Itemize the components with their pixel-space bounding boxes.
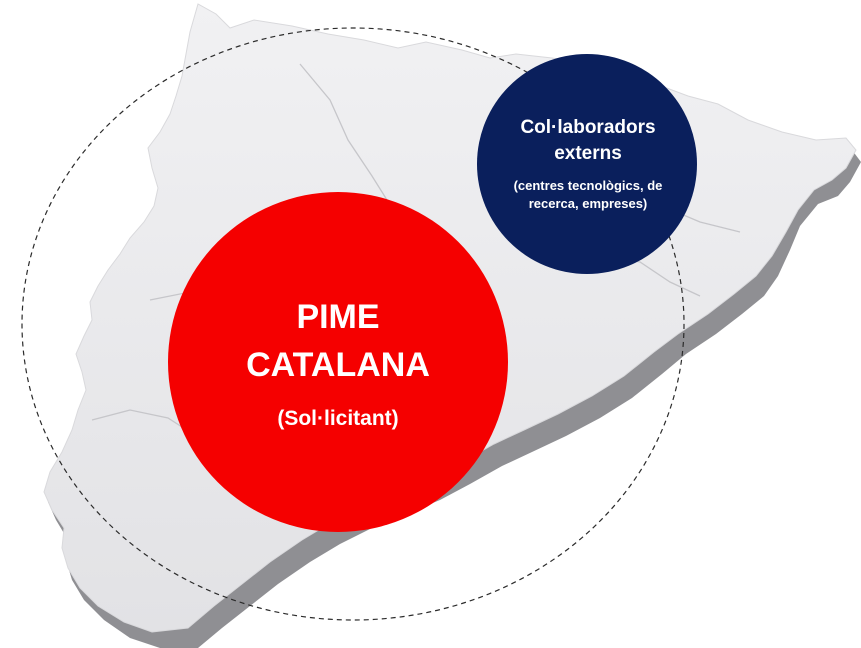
collaborators-subtitle: (centres tecnològics, de recerca, empres… — [513, 178, 663, 211]
pime-subtitle: (Sol·licitant) — [277, 406, 399, 430]
collaborators-label: Col·laboradors externs (centres tecnològ… — [478, 104, 698, 224]
dashed-ring — [21, 27, 685, 621]
pime-circle — [168, 192, 508, 532]
collaborators-title: Col·laboradors externs — [520, 117, 656, 164]
pime-title: PIME CATALANA — [246, 297, 430, 384]
pime-label: PIME CATALANA (Sol·licitant) — [170, 270, 506, 455]
collaborators-circle — [477, 54, 697, 274]
